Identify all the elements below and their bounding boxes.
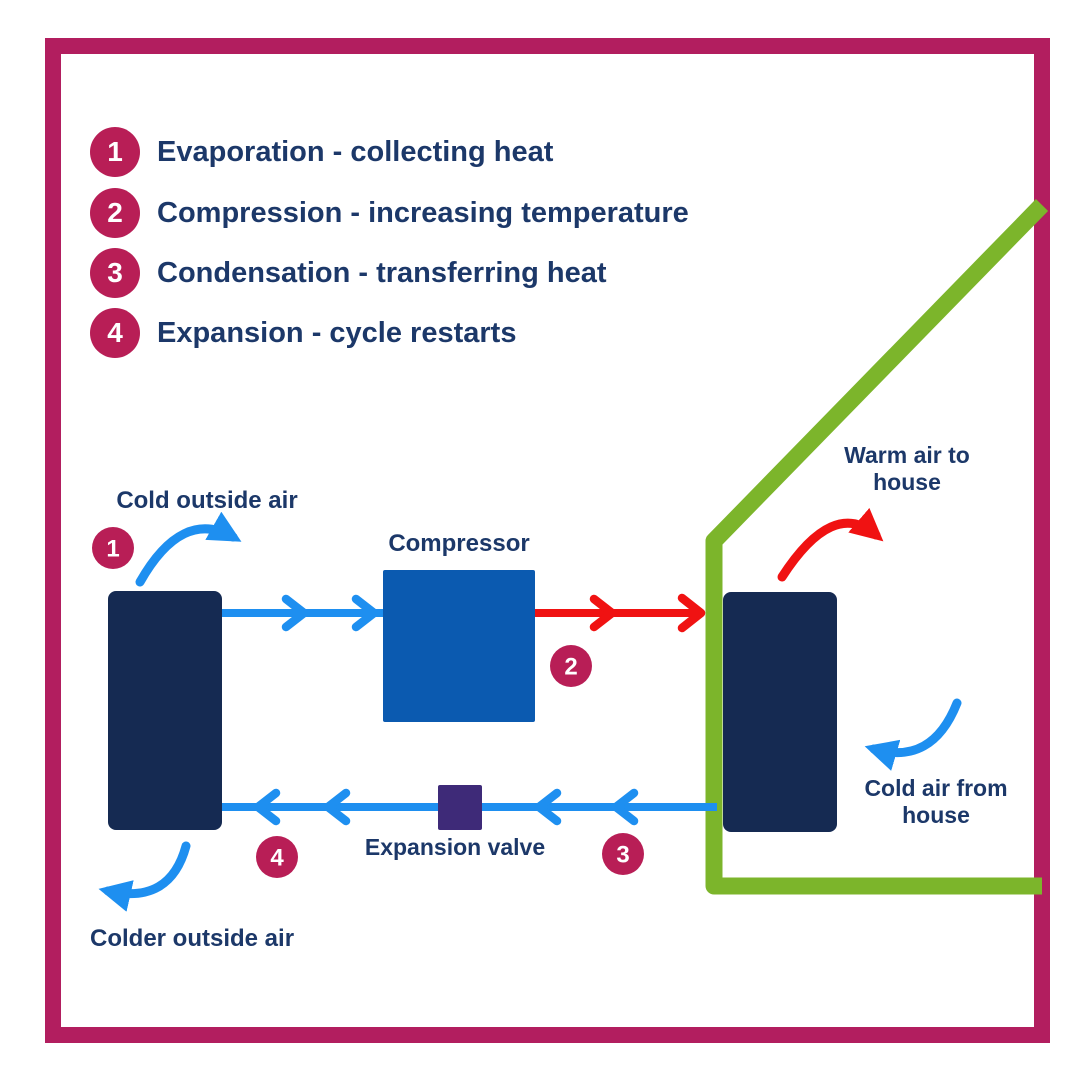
legend-item: 4 Expansion - cycle restarts <box>90 308 516 358</box>
step-marker-3: 3 <box>602 833 644 875</box>
colder-outside-air-label: Colder outside air <box>90 925 295 952</box>
step-number-badge: 1 <box>90 127 140 177</box>
warm-air-to-house-label: Warm air to house <box>844 442 970 495</box>
legend-item-label: Evaporation - collecting heat <box>157 135 554 168</box>
expansion-valve-label: Expansion valve <box>364 834 546 860</box>
legend-item-label: Condensation - transferring heat <box>157 256 607 289</box>
legend-item: 3 Condensation - transferring heat <box>90 248 607 298</box>
cold-line-chevrons <box>281 594 379 632</box>
step-marker-4: 4 <box>256 836 298 878</box>
compressor-box <box>383 570 535 722</box>
step-marker-circle <box>550 645 592 687</box>
evaporator-box <box>108 591 222 830</box>
step-marker-circle <box>92 527 134 569</box>
warm-air-arrow <box>777 507 884 582</box>
cold-outside-air-arrow <box>135 511 242 587</box>
cold-air-from-house-label: Cold air from house <box>864 775 1008 828</box>
step-number-badge: 3 <box>90 248 140 298</box>
step-marker-circle <box>256 836 298 878</box>
legend-item-label: Expansion - cycle restarts <box>157 316 517 349</box>
house-outline <box>705 199 1049 895</box>
step-number-badge: 4 <box>90 308 140 358</box>
legend-item-label: Compression - increasing temperature <box>157 196 689 229</box>
cold-air-from-house-arrow <box>864 698 962 771</box>
step-marker-number: 3 <box>616 842 629 869</box>
colder-outside-air-arrow <box>98 841 191 912</box>
legend-item: 1 Evaporation - collecting heat <box>90 127 553 177</box>
cold-outside-air-label: Cold outside air <box>116 487 298 514</box>
step-marker-2: 2 <box>550 645 592 687</box>
step-marker-number: 1 <box>106 536 119 563</box>
compressor-label: Compressor <box>388 530 530 557</box>
condenser-box <box>723 592 837 832</box>
return-line-chevrons <box>253 788 639 826</box>
step-marker-number: 2 <box>564 654 577 681</box>
hot-line-chevrons <box>589 593 706 633</box>
legend-item: 2 Compression - increasing temperature <box>90 188 689 238</box>
step-marker-circle <box>602 833 644 875</box>
expansion-valve-box <box>438 785 482 830</box>
step-marker-number: 4 <box>270 845 284 872</box>
step-marker-1: 1 <box>92 527 134 569</box>
step-number-badge: 2 <box>90 188 140 238</box>
border-frame <box>45 38 1050 1043</box>
